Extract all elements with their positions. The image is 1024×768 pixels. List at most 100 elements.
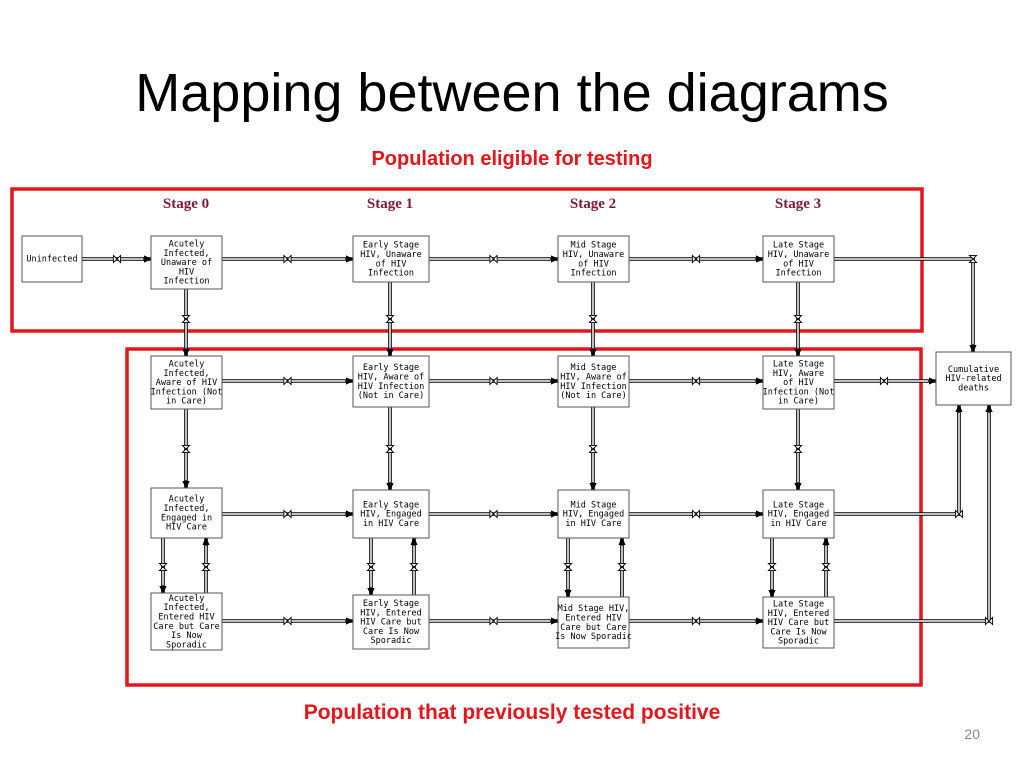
eligible-population-caption: Population eligible for testing [371, 148, 653, 170]
flow-valve-icon [489, 376, 498, 386]
flow-valve-icon [617, 562, 627, 572]
flow-valve-icon [489, 254, 498, 264]
flow-death-unaware [834, 257, 977, 353]
sporadic-stage-3-box-line: Sporadic [778, 637, 819, 647]
flow-death-engaged [834, 404, 963, 516]
sporadic-stage-1-box-line: Care Is Now [363, 627, 420, 637]
aware-stage-2-box-line: HIV Infection [560, 382, 627, 392]
sporadic-stage-1-box-line: Early Stage [363, 599, 419, 609]
uninfected-box: Uninfected [21, 235, 83, 283]
unaware-stage-0-box-line: Infected, [163, 249, 209, 259]
sporadic-stage-1-box-line: Sporadic [371, 636, 412, 646]
flow-valve-icon [112, 254, 122, 264]
flow-valve-icon [385, 444, 395, 454]
sporadic-stage-1-box-line: HIV Care but [360, 618, 421, 628]
engaged-stage-1-box-line: HIV, Engaged [360, 510, 421, 520]
flow-valve-icon [283, 616, 292, 626]
sporadic-stage-1-box-line: HIV, Entered [360, 608, 421, 618]
engaged-stage-2-box-line: Mid Stage [570, 500, 616, 510]
flow-valve-icon [201, 562, 211, 572]
sporadic-stage-2-box-line: Entered HIV [565, 613, 621, 623]
stage-1-label: Stage 1 [367, 196, 413, 212]
unaware-stage-3-box-line: Late Stage [773, 241, 824, 251]
engaged-stage-2-box-line: in HIV Care [565, 519, 621, 529]
sporadic-stage-0-box-line: Sporadic [166, 640, 207, 650]
sporadic-stage-0-box-line: Acutely [169, 594, 205, 604]
aware-stage-0-box-line: in Care) [166, 397, 207, 407]
engaged-stage-0-box-line: HIV Care [166, 523, 207, 533]
flow-valve-icon [691, 509, 701, 519]
flow-valve-icon [489, 509, 498, 519]
engaged-stage-0-box-line: Acutely [169, 495, 205, 505]
aware-stage-1-box-line: HIV, Aware of [358, 372, 425, 382]
flow-valve-icon [409, 562, 419, 572]
aware-stage-3-box-line: of HIV [783, 378, 814, 388]
flow-valve-icon [181, 444, 191, 454]
flow-valve-icon [968, 254, 978, 264]
flow-valve-icon [588, 444, 598, 454]
aware-stage-3-box-line: Late Stage [773, 360, 824, 370]
unaware-stage-0-box-line: Infection [163, 277, 209, 287]
unaware-stage-0-box-line: HIV [179, 267, 194, 277]
flow-valve-icon [793, 314, 803, 324]
sporadic-stage-2-box-line: Mid Stage HIV, [558, 604, 630, 614]
flow-valve-icon [767, 562, 777, 572]
aware-stage-2-box-line: Mid Stage [570, 363, 616, 373]
sporadic-stage-3-box-line: HIV, Entered [768, 609, 829, 619]
flow-valve-icon [283, 254, 292, 264]
aware-stage-0-box-line: Infected, [163, 369, 209, 379]
flow-valve-icon [691, 376, 701, 386]
unaware-stage-3-box-line: of HIV [783, 259, 814, 269]
engaged-stage-3-box-line: HIV, Engaged [768, 510, 829, 520]
flow-valve-icon [283, 376, 292, 386]
flow-valve-icon [954, 509, 964, 519]
sporadic-stage-3-box-line: HIV Care but [768, 618, 829, 628]
flow-valve-icon [691, 616, 701, 626]
flow-valve-icon [793, 444, 803, 454]
aware-stage-3-box-line: HIV, Aware [773, 369, 824, 379]
cumulative-deaths-box-line: deaths [958, 383, 989, 393]
cumulative-deaths-box-line: Cumulative [948, 365, 999, 375]
uninfected-box-line: Uninfected [26, 255, 77, 265]
aware-stage-1-box-line: (Not in Care) [358, 391, 425, 401]
unaware-stage-2-box-line: of HIV [578, 259, 609, 269]
aware-stage-0-box-line: Acutely [169, 360, 205, 370]
page-number: 20 [964, 726, 980, 742]
flow-valve-icon [181, 314, 191, 324]
engaged-stage-3-box-line: Late Stage [773, 500, 824, 510]
flow-valve-icon [563, 562, 573, 572]
flow-valve-icon [691, 254, 701, 264]
sporadic-stage-0-box-line: Is Now [171, 631, 203, 641]
flow-valve-icon [588, 314, 598, 324]
stage-0-label: Stage 0 [163, 196, 209, 212]
unaware-stage-0-box-line: Acutely [169, 240, 205, 250]
flow-valve-icon [158, 562, 168, 572]
engaged-stage-1-box-line: in HIV Care [363, 519, 419, 529]
stage-2-label: Stage 2 [570, 196, 616, 212]
unaware-stage-1-box-line: Early Stage [363, 241, 419, 251]
flow-valve-icon [489, 616, 498, 626]
sporadic-stage-0-box-line: Infected, [163, 603, 209, 613]
sporadic-stage-0-box-line: Entered HIV [158, 612, 214, 622]
flow-valve-icon [879, 376, 889, 386]
aware-stage-1-box-line: HIV Infection [358, 382, 425, 392]
flow-valve-icon [385, 314, 395, 324]
sporadic-stage-2-box-line: Is Now Sporadic [555, 632, 632, 642]
unaware-stage-1-box-line: Infection [368, 269, 414, 279]
unaware-stage-2-box-line: HIV, Unaware [563, 250, 624, 260]
unaware-stage-3-box-line: HIV, Unaware [768, 250, 829, 260]
